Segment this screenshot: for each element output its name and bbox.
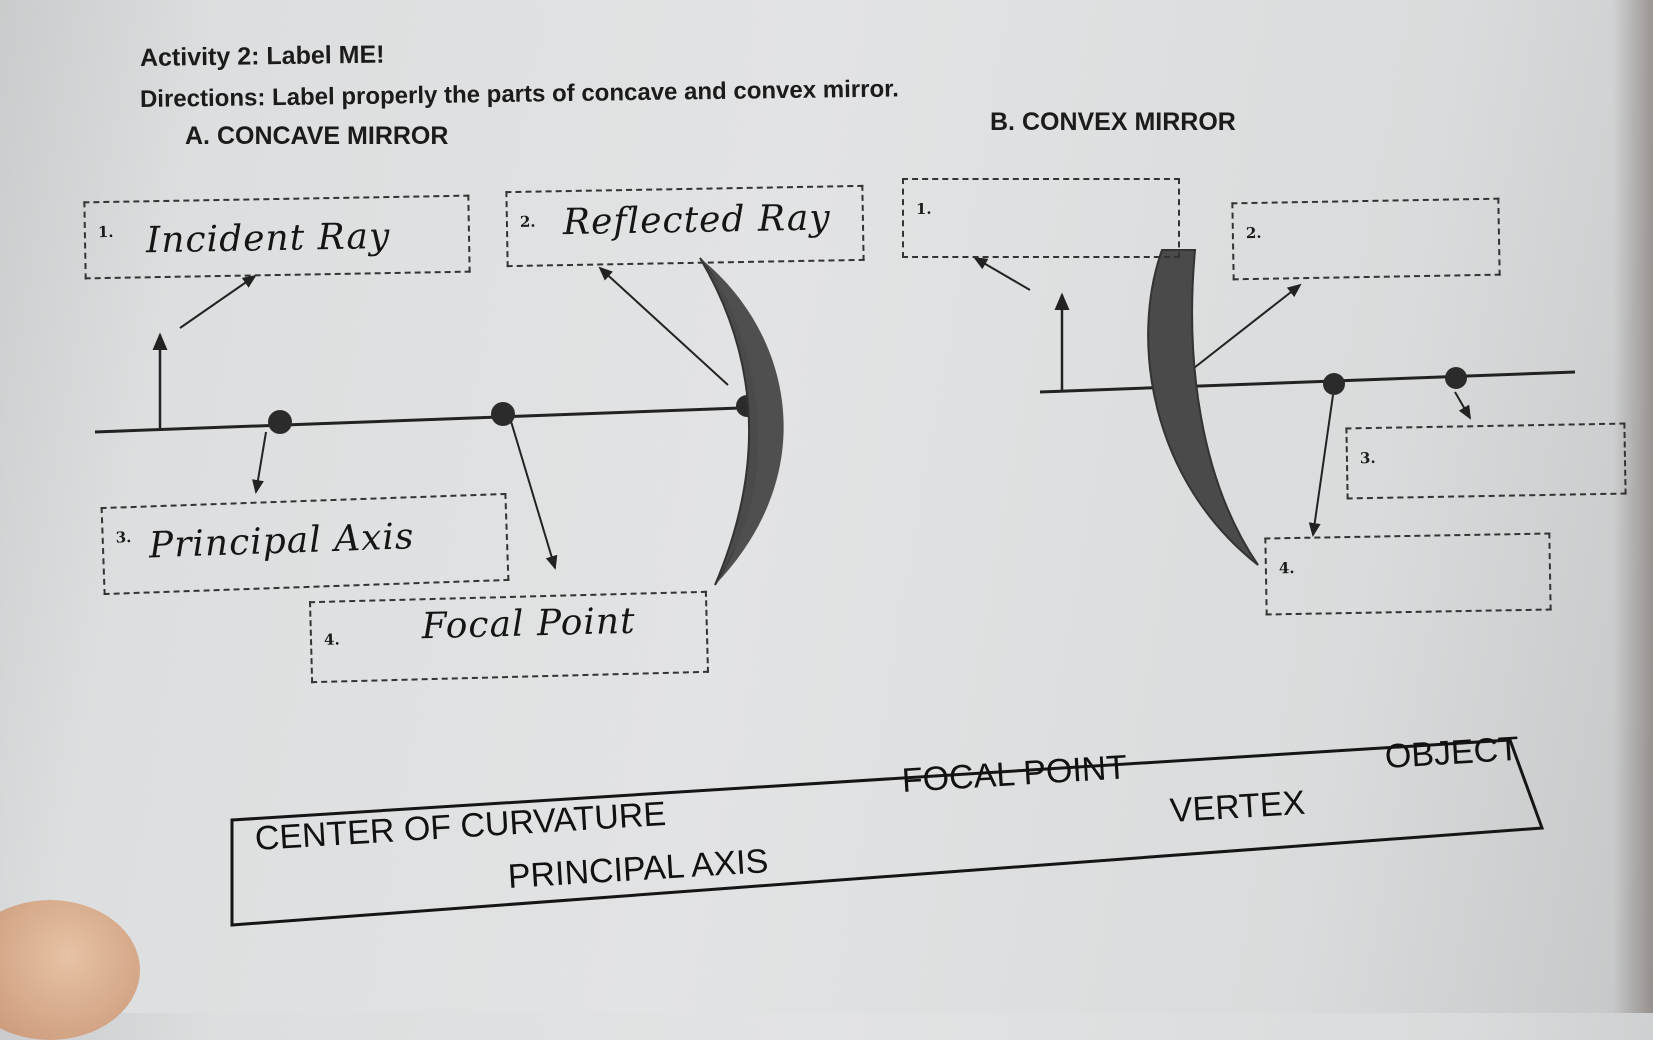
word-bank-item: FOCAL POINT [900,748,1129,800]
word-bank-item: CENTER OF CURVATURE [253,794,668,858]
convex-diagram [973,249,1576,566]
word-bank-border [230,738,1545,927]
box-number: 1. [916,200,932,218]
word-bank-item: OBJECT [1383,729,1521,776]
mirror-diagrams [94,249,1576,586]
paper-edge [1613,0,1653,1013]
section-b-heading: B. CONVEX MIRROR [990,108,1236,136]
convex-label-box-1[interactable]: 1. [902,178,1180,258]
word-bank-item: PRINCIPAL AXIS [506,842,770,896]
word-bank-item: VERTEX [1168,783,1307,830]
concave-diagram [94,257,784,586]
section-a-heading: A. CONCAVE MIRROR [185,122,449,150]
word-bank: CENTER OF CURVATURE PRINCIPAL AXIS FOCAL… [230,730,1540,930]
